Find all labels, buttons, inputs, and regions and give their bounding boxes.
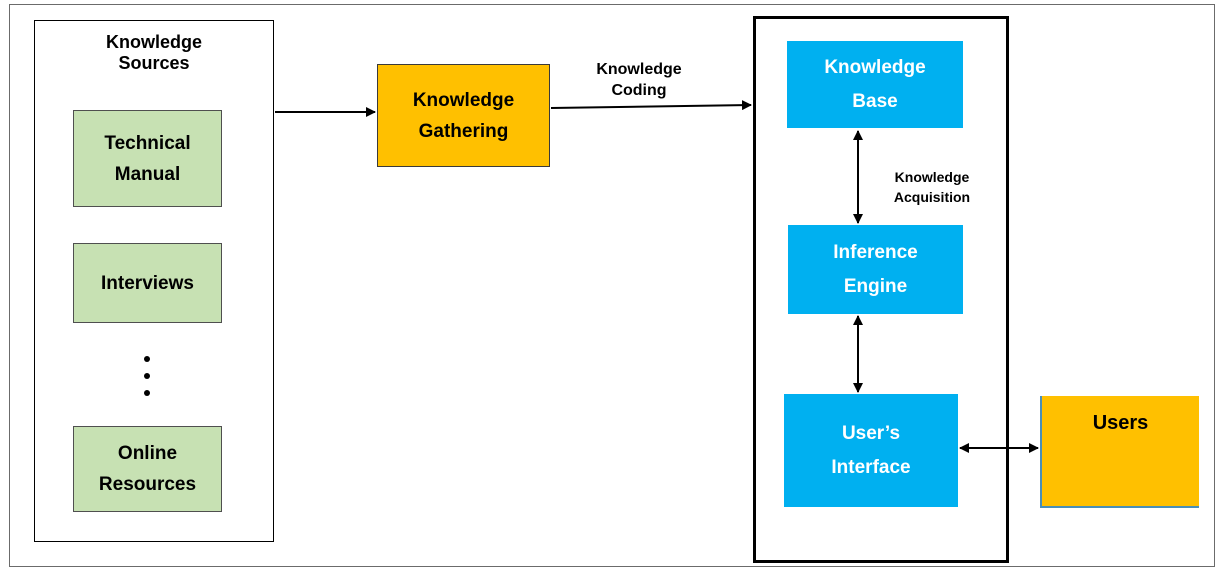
ellipsis-dots xyxy=(141,356,153,406)
source-interviews: Interviews xyxy=(73,243,222,323)
source-technical-manual: Technical Manual xyxy=(73,110,222,207)
users-box: Users xyxy=(1040,396,1199,508)
users-label: Users xyxy=(1092,412,1149,434)
knowledge-gathering-box: Knowledge Gathering xyxy=(377,64,550,167)
arrow-gathering-to-system xyxy=(550,100,752,111)
user-interface-box: User’s Interface xyxy=(784,394,958,507)
knowledge-base-box: Knowledge Base xyxy=(787,41,963,128)
inference-engine-box: Inference Engine xyxy=(788,225,963,314)
source-online-resources: Online Resources xyxy=(73,426,222,512)
knowledge-sources-title: Knowledge Sources xyxy=(105,32,202,73)
knowledge-coding-label: Knowledge Coding xyxy=(596,61,682,99)
knowledge-acquisition-label: Knowledge Acquisition xyxy=(893,169,971,205)
